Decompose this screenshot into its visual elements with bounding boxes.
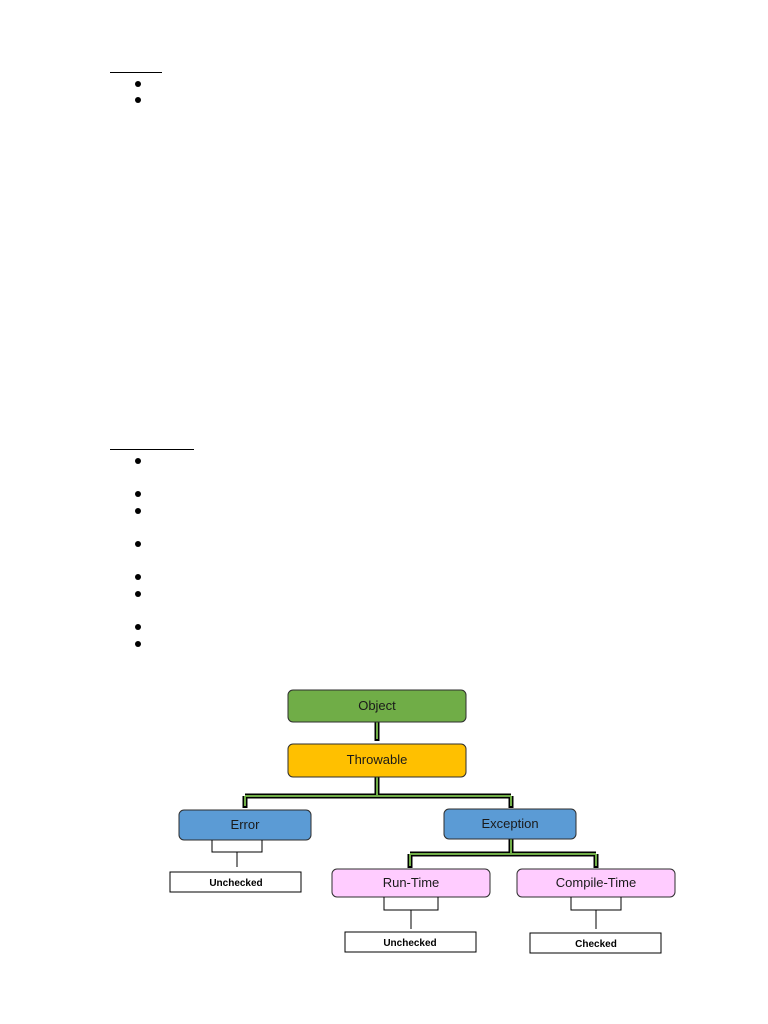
node-exception: Exception — [443, 808, 577, 840]
section-2-bullet — [135, 574, 141, 580]
connector-exception-children — [407, 839, 599, 868]
leaf-compiletime-checked: Checked — [529, 932, 662, 954]
section-1-heading-rule — [110, 72, 162, 73]
section-1-bullet — [135, 81, 141, 87]
section-1-bullet — [135, 97, 141, 103]
leaf-compiletime-checked-label: Checked — [575, 939, 617, 950]
node-object-label: Object — [358, 698, 396, 713]
node-runtime-label: Run-Time — [383, 875, 440, 890]
leaf-runtime-unchecked: Unchecked — [344, 931, 477, 953]
node-compiletime-label: Compile-Time — [556, 875, 636, 890]
section-2-bullet — [135, 591, 141, 597]
brace-compiletime — [570, 897, 622, 929]
node-error: Error — [178, 809, 312, 841]
node-compiletime: Compile-Time — [516, 868, 676, 898]
section-2-bullet — [135, 641, 141, 647]
node-exception-label: Exception — [481, 816, 538, 831]
connector-throwable-children — [242, 777, 514, 808]
section-2-bullet — [135, 508, 141, 514]
section-2-heading-rule — [110, 449, 194, 450]
brace-runtime — [383, 897, 439, 929]
leaf-error-unchecked-label: Unchecked — [209, 878, 262, 889]
section-2-bullet — [135, 624, 141, 630]
section-2-bullet — [135, 491, 141, 497]
node-throwable-label: Throwable — [347, 752, 408, 767]
node-error-label: Error — [231, 817, 261, 832]
leaf-runtime-unchecked-label: Unchecked — [383, 938, 436, 949]
leaf-error-unchecked: Unchecked — [169, 871, 302, 893]
section-2-bullet — [135, 458, 141, 464]
section-2-bullet — [135, 541, 141, 547]
node-object: Object — [287, 689, 467, 723]
brace-error — [211, 840, 263, 867]
node-runtime: Run-Time — [331, 868, 491, 898]
node-throwable: Throwable — [287, 743, 467, 778]
